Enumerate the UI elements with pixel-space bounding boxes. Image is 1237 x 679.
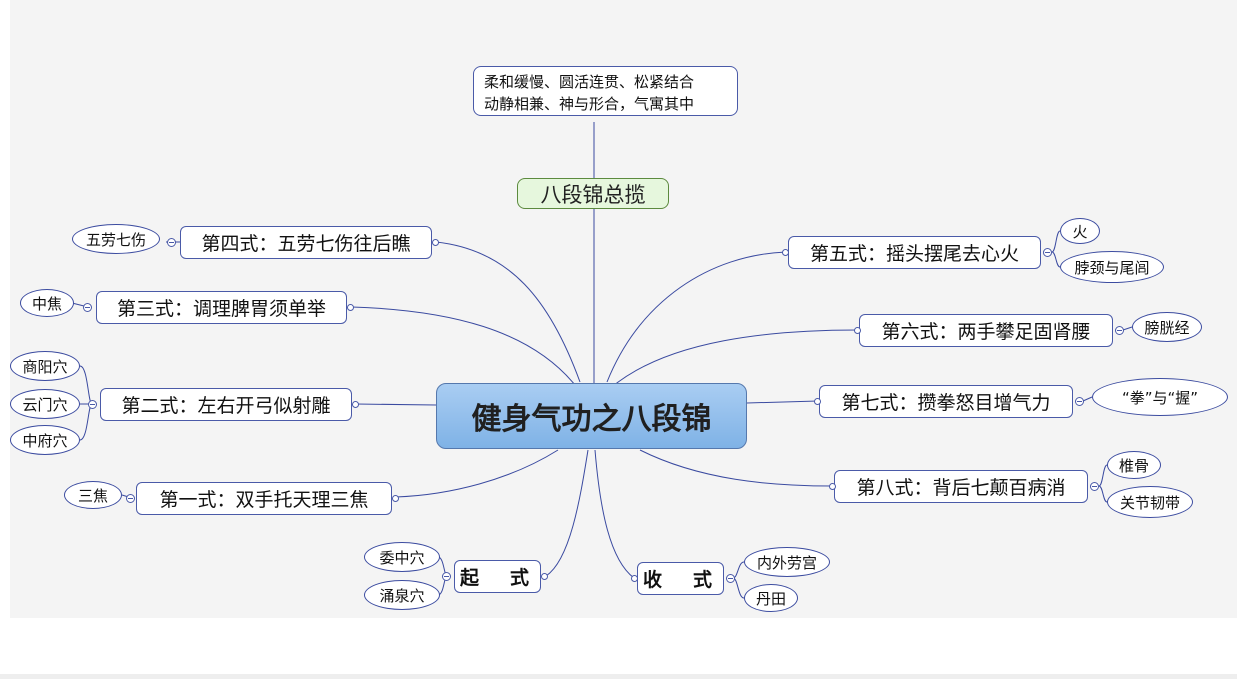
leaf-b7-1[interactable]: “拳”与“握” <box>1092 378 1228 416</box>
link-b8-leaf-2 <box>1098 485 1108 503</box>
collapse-b5-button[interactable] <box>1043 248 1052 257</box>
collapse-qishi-button[interactable] <box>442 572 451 581</box>
link-b7 <box>746 400 819 404</box>
link-b2-leaf-3 <box>79 403 93 441</box>
link-qishi <box>545 449 589 577</box>
leaf-b2-3[interactable]: 中府穴 <box>10 425 80 455</box>
leaf-shoushi-1[interactable]: 内外劳宫 <box>744 547 830 577</box>
leaf-b6-1[interactable]: 膀胱经 <box>1132 312 1202 342</box>
leaf-qishi-1[interactable]: 委中穴 <box>364 542 440 572</box>
leaf-b2-1[interactable]: 商阳穴 <box>10 351 80 381</box>
leaf-b5-2[interactable]: 脖颈与尾闾 <box>1060 251 1164 283</box>
link-b8-leaf-1 <box>1098 464 1108 487</box>
branch-b1[interactable]: 第一式：双手托天理三焦 <box>136 482 392 515</box>
collapse-b3-button[interactable] <box>83 303 92 312</box>
link-b6-leaf <box>1122 326 1133 331</box>
link-b4 <box>435 241 581 383</box>
knob-b3 <box>347 304 354 311</box>
branch-b7[interactable]: 第七式：攒拳怒目增气力 <box>819 385 1073 418</box>
knob-b5 <box>782 249 789 256</box>
collapse-b8-button[interactable] <box>1090 482 1099 491</box>
link-b2 <box>355 403 437 406</box>
collapse-b4-button[interactable] <box>167 238 176 247</box>
collapse-b1-button[interactable] <box>126 494 135 503</box>
link-b1 <box>395 449 559 498</box>
knob-b8 <box>829 483 836 490</box>
collapse-b2-button[interactable] <box>88 400 97 409</box>
leaf-b8-2[interactable]: 关节韧带 <box>1107 486 1193 518</box>
link-b6 <box>612 329 859 387</box>
status-bar <box>0 674 1237 679</box>
collapse-shoushi-button[interactable] <box>726 574 735 583</box>
branch-b5[interactable]: 第五式：摇头摆尾去心火 <box>788 236 1041 269</box>
link-b8 <box>639 449 833 487</box>
link-shoushi-leaf-2 <box>732 577 745 599</box>
knob-b6 <box>854 327 861 334</box>
branch-qishi[interactable]: 起 式 <box>454 560 541 593</box>
link-b3 <box>351 306 576 386</box>
link-b7-leaf <box>1082 396 1093 402</box>
branch-b2[interactable]: 第二式：左右开弓似射雕 <box>100 388 352 421</box>
branch-b3[interactable]: 第三式：调理脾胃须单举 <box>96 291 347 324</box>
principle-note[interactable]: 柔和缓慢、圆活连贯、松紧结合 动静相兼、神与形合，气寓其中 <box>473 66 738 116</box>
knob-shoushi <box>631 575 638 582</box>
leaf-shoushi-2[interactable]: 丹田 <box>744 584 798 612</box>
leaf-b3-1[interactable]: 中焦 <box>20 289 74 317</box>
branch-b8[interactable]: 第八式：背后七颠百病消 <box>834 470 1088 503</box>
collapse-b7-button[interactable] <box>1075 397 1084 406</box>
collapse-b6-button[interactable] <box>1115 326 1124 335</box>
leaf-b4-1[interactable]: 五劳七伤 <box>72 224 160 254</box>
link-b5-leaf-1 <box>1051 230 1061 253</box>
knob-b7 <box>814 398 821 405</box>
leaf-b8-1[interactable]: 椎骨 <box>1107 451 1161 479</box>
branch-b4[interactable]: 第四式：五劳七伤往后瞧 <box>180 226 432 259</box>
leaf-qishi-2[interactable]: 涌泉穴 <box>364 580 440 610</box>
branch-b6[interactable]: 第六式：两手攀足固肾腰 <box>859 314 1113 347</box>
link-b2-leaf-1 <box>79 365 93 405</box>
principle-note-line-2: 动静相兼、神与形合，气寓其中 <box>484 95 695 113</box>
link-b5-leaf-2 <box>1051 251 1061 268</box>
knob-b2 <box>352 401 359 408</box>
root-node[interactable]: 健身气功之八段锦 <box>436 383 747 449</box>
leaf-b5-1[interactable]: 火 <box>1060 218 1100 244</box>
summary-node[interactable]: 八段锦总揽 <box>517 178 669 209</box>
mindmap-canvas: 柔和缓慢、圆活连贯、松紧结合 动静相兼、神与形合，气寓其中 八段锦总揽 健身气功… <box>10 0 1237 618</box>
principle-note-line-1: 柔和缓慢、圆活连贯、松紧结合 <box>484 73 695 91</box>
knob-b1 <box>392 495 399 502</box>
branch-shoushi[interactable]: 收 式 <box>637 562 724 595</box>
link-shoushi-leaf-1 <box>732 561 745 579</box>
leaf-b2-2[interactable]: 云门穴 <box>10 389 80 419</box>
knob-b4 <box>432 239 439 246</box>
knob-qishi <box>541 573 548 580</box>
link-shoushi <box>594 449 635 579</box>
link-b5 <box>606 251 787 383</box>
leaf-b1-1[interactable]: 三焦 <box>64 481 122 509</box>
